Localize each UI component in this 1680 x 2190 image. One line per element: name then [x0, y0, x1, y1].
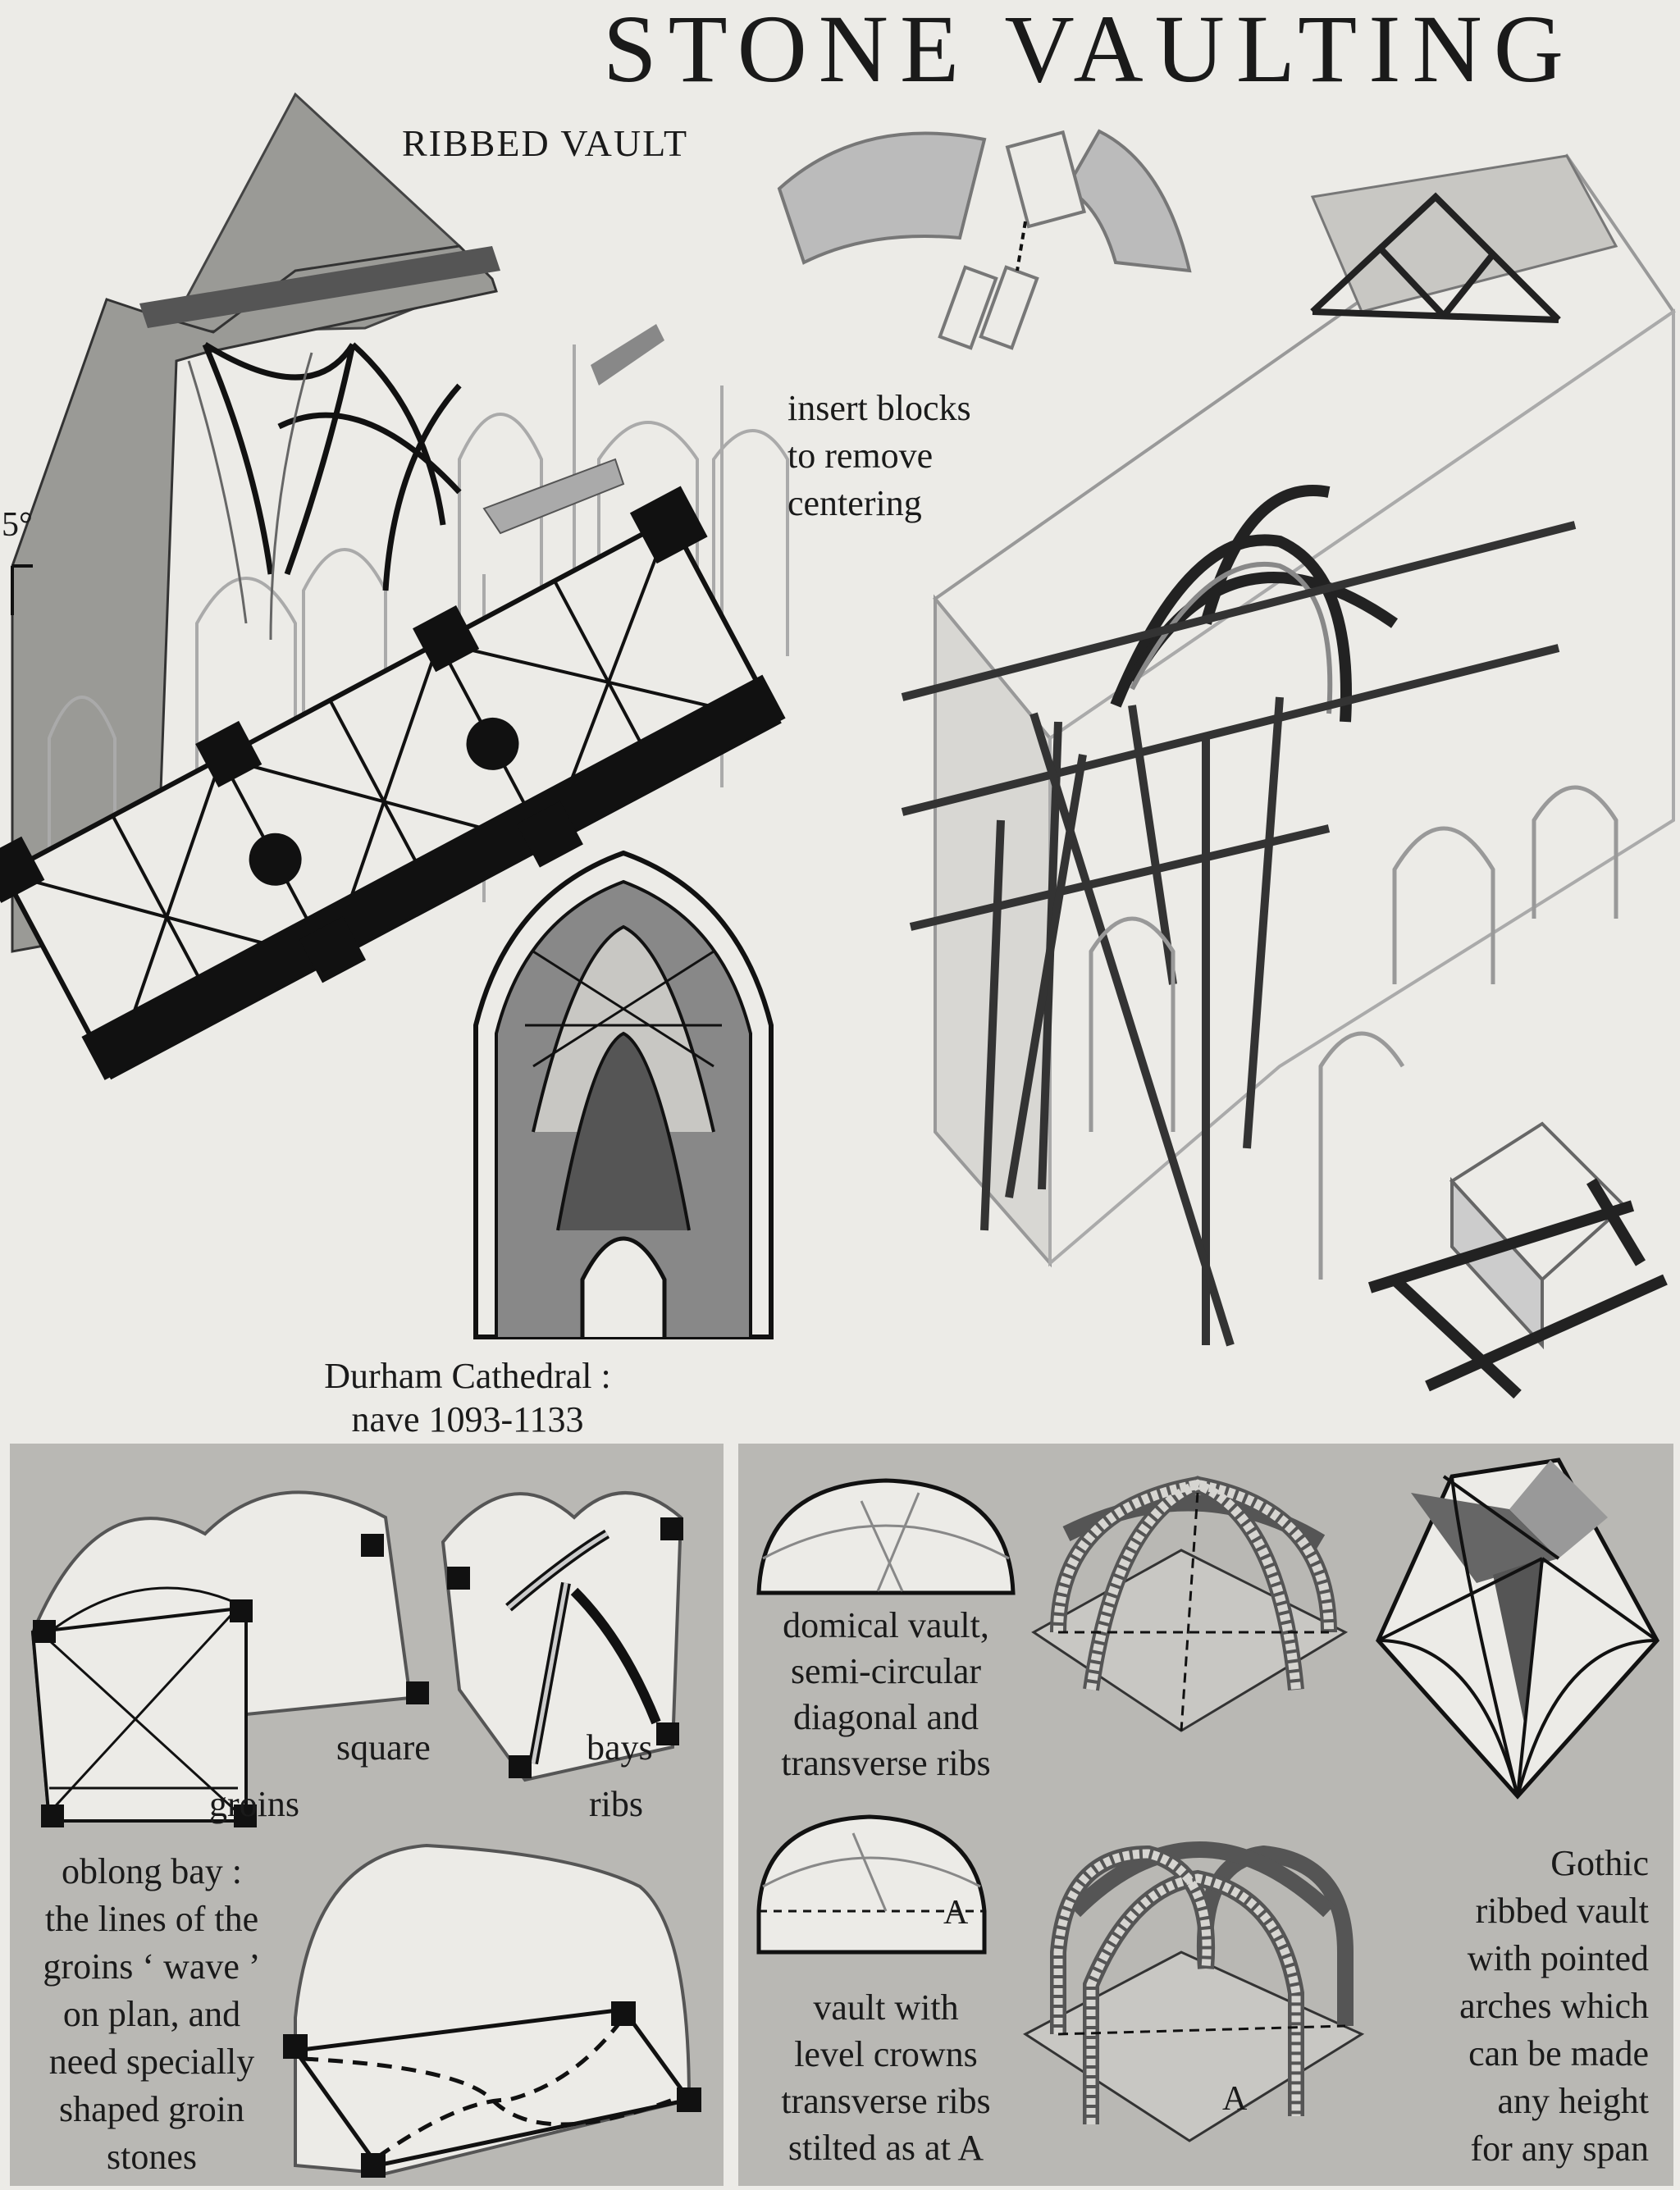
- durham-caption-line-1: Durham Cathedral :: [324, 1356, 611, 1396]
- oblong-note-line-4: on plan, and: [62, 1994, 241, 2034]
- centering-blocks-illustration: [777, 129, 1192, 350]
- level-note-line-4: stilted as at A: [788, 2128, 984, 2168]
- ribbed-vault-label: RIBBED VAULT: [402, 122, 689, 164]
- oblong-note-line-7: stones: [107, 2137, 197, 2177]
- domical-note-line-3: diagonal and: [792, 1697, 979, 1737]
- stone-block-on-rollers: [1367, 1121, 1668, 1399]
- vault-plan: [0, 486, 786, 1080]
- domical-ribbed-vault: [1031, 1476, 1349, 1732]
- rib-vault-drawings: [756, 1458, 1660, 2142]
- square-ribbed-vault: [441, 1491, 683, 1782]
- scaffold-construction-illustration: [901, 153, 1676, 1399]
- level-note-line-3: transverse ribs: [781, 2081, 991, 2121]
- gothic-note-line-2: ribbed vault: [1475, 1891, 1649, 1931]
- centering-note-line-3: centering: [788, 483, 922, 523]
- groins-label: groins: [209, 1784, 299, 1824]
- domical-note-line-4: transverse ribs: [781, 1743, 991, 1783]
- gothic-note-line-1: Gothic: [1550, 1843, 1649, 1883]
- domical-note-line-2: semi-circular: [790, 1651, 982, 1691]
- gothic-note-line-7: for any span: [1470, 2128, 1650, 2169]
- centering-note-line-2: to remove: [788, 436, 934, 476]
- oblong-groin-vault: [283, 1843, 701, 2178]
- domical-note-line-1: domical vault,: [783, 1605, 989, 1645]
- stilted-ribbed-vault: [1023, 1841, 1365, 2142]
- gothic-note-line-3: with pointed: [1467, 1938, 1649, 1978]
- centering-note-line-1: insert blocks: [788, 388, 971, 428]
- durham-cutaway-illustration: [0, 92, 789, 1339]
- groin-vault-drawings: [30, 1490, 701, 2178]
- angle-label: 5°: [2, 506, 33, 544]
- level-note-line-1: vault with: [813, 1987, 959, 2028]
- oblong-note-line-5: need specially: [48, 2042, 255, 2082]
- gothic-pointed-vault: [1376, 1458, 1660, 1800]
- square-groin-vault: [30, 1490, 429, 1827]
- marker-a-section: A: [943, 1894, 969, 1932]
- stilted-section: [756, 1814, 987, 1955]
- gothic-arch-view: [473, 850, 774, 1339]
- ribs-label: ribs: [589, 1784, 643, 1824]
- gothic-note-line-6: any height: [1497, 2081, 1649, 2121]
- marker-a-vault: A: [1222, 2080, 1248, 2118]
- domical-section: [756, 1478, 1016, 1595]
- gothic-note-line-4: arches which: [1459, 1986, 1649, 2026]
- square-label: square: [336, 1727, 431, 1768]
- bays-label: bays: [587, 1727, 653, 1768]
- oblong-note-line-3: groins ‘ wave ’: [43, 1946, 261, 1987]
- durham-caption-line-2: nave 1093-1133: [351, 1399, 584, 1439]
- page-title: STONE VAULTING: [603, 0, 1575, 103]
- oblong-note-line-1: oblong bay :: [62, 1851, 242, 1891]
- oblong-note-line-6: shaped groin: [58, 2089, 245, 2129]
- gothic-note-line-5: can be made: [1468, 2033, 1649, 2074]
- level-note-line-2: level crowns: [794, 2034, 978, 2074]
- oblong-note-line-2: the lines of the: [44, 1899, 259, 1939]
